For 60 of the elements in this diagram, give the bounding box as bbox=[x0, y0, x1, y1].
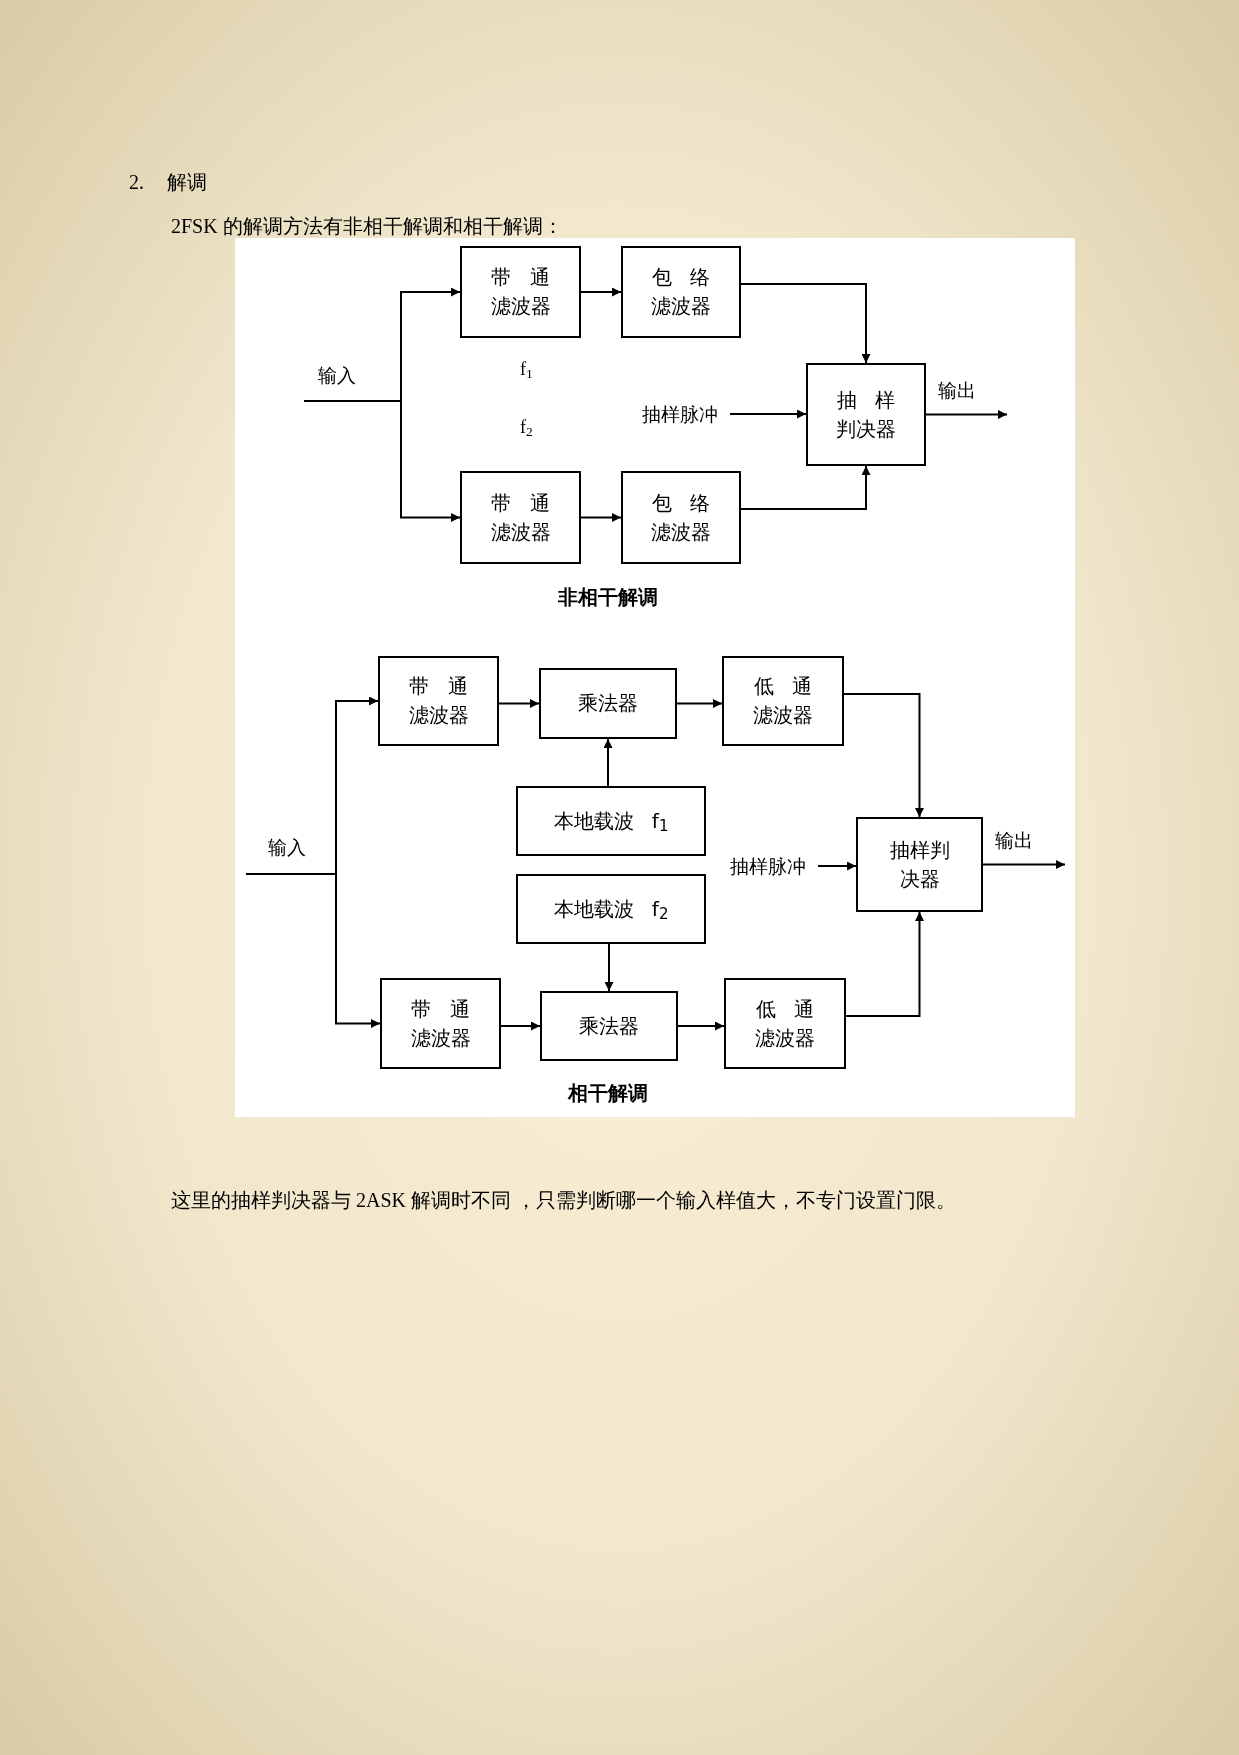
frequency-label: f$_{1}$ bbox=[520, 360, 533, 378]
process-box bbox=[806, 363, 926, 466]
box-label: 带 通滤波器 bbox=[409, 995, 472, 1052]
process-box bbox=[380, 978, 501, 1069]
process-box bbox=[516, 786, 706, 856]
signal-label: 输入 bbox=[304, 366, 360, 401]
arrow bbox=[580, 287, 622, 297]
process-box bbox=[621, 246, 741, 338]
process-box bbox=[516, 874, 706, 944]
signal-label: 抽样脉冲 bbox=[630, 398, 730, 430]
process-box bbox=[856, 817, 983, 912]
box-label: 带 通滤波器 bbox=[489, 264, 552, 320]
box-label: 低 通滤波器 bbox=[754, 995, 816, 1052]
section-heading: 解调 bbox=[167, 172, 207, 192]
diagram-caption: 非相干解调 bbox=[558, 587, 658, 607]
box-label: 抽样判决器 bbox=[888, 836, 951, 893]
box-label: 本地载波 f$_{1}$ bbox=[553, 807, 669, 836]
process-box bbox=[621, 471, 741, 564]
arrow bbox=[925, 410, 1008, 419]
signal-label: 输入 bbox=[246, 838, 310, 874]
box-label: 低 通滤波器 bbox=[752, 673, 814, 729]
arrow bbox=[740, 465, 871, 510]
box-label: 带 通滤波器 bbox=[489, 489, 552, 546]
arrow bbox=[982, 860, 1066, 869]
arrow bbox=[498, 699, 540, 708]
box-label: 带 通滤波器 bbox=[407, 673, 470, 729]
box-label: 抽 样判决器 bbox=[835, 386, 897, 443]
arrow bbox=[740, 283, 871, 364]
signal-label: 抽样脉冲 bbox=[718, 850, 818, 882]
arrow bbox=[604, 943, 614, 992]
box-label: 本地载波 f$_{2}$ bbox=[553, 895, 669, 924]
closing-sentence: 这里的抽样判决器与 2ASK 解调时不同 ，只需判断哪一个输入样值大，不专门设置门限。 bbox=[171, 1190, 956, 1210]
arrow bbox=[677, 1021, 725, 1031]
arrow bbox=[603, 738, 613, 787]
diagram-caption: 相干解调 bbox=[568, 1083, 648, 1103]
box-label: 包 络滤波器 bbox=[650, 264, 712, 320]
list-number: 2. bbox=[129, 172, 144, 192]
intro-sentence: 2FSK 的解调方法有非相干解调和相干解调： bbox=[171, 216, 563, 236]
arrow bbox=[245, 873, 381, 1028]
process-box bbox=[460, 471, 581, 564]
box-label: 乘法器 bbox=[578, 690, 638, 717]
edge-label: 输出 bbox=[938, 380, 976, 400]
arrow bbox=[843, 693, 924, 818]
arrow bbox=[500, 1021, 541, 1031]
arrow bbox=[817, 861, 857, 871]
process-box bbox=[722, 656, 844, 746]
process-box bbox=[539, 668, 677, 739]
edge-label: 输出 bbox=[995, 830, 1033, 850]
process-box bbox=[378, 656, 499, 746]
arrow bbox=[580, 513, 622, 522]
process-box bbox=[724, 978, 846, 1069]
process-box bbox=[540, 991, 678, 1061]
arrow bbox=[303, 400, 461, 522]
frequency-label: f$_{2}$ bbox=[520, 418, 533, 436]
arrow bbox=[676, 699, 723, 708]
arrow bbox=[845, 911, 924, 1017]
box-label: 乘法器 bbox=[579, 1012, 639, 1040]
box-label: 包 络滤波器 bbox=[650, 489, 712, 546]
process-box bbox=[460, 246, 581, 338]
arrow bbox=[729, 409, 807, 419]
